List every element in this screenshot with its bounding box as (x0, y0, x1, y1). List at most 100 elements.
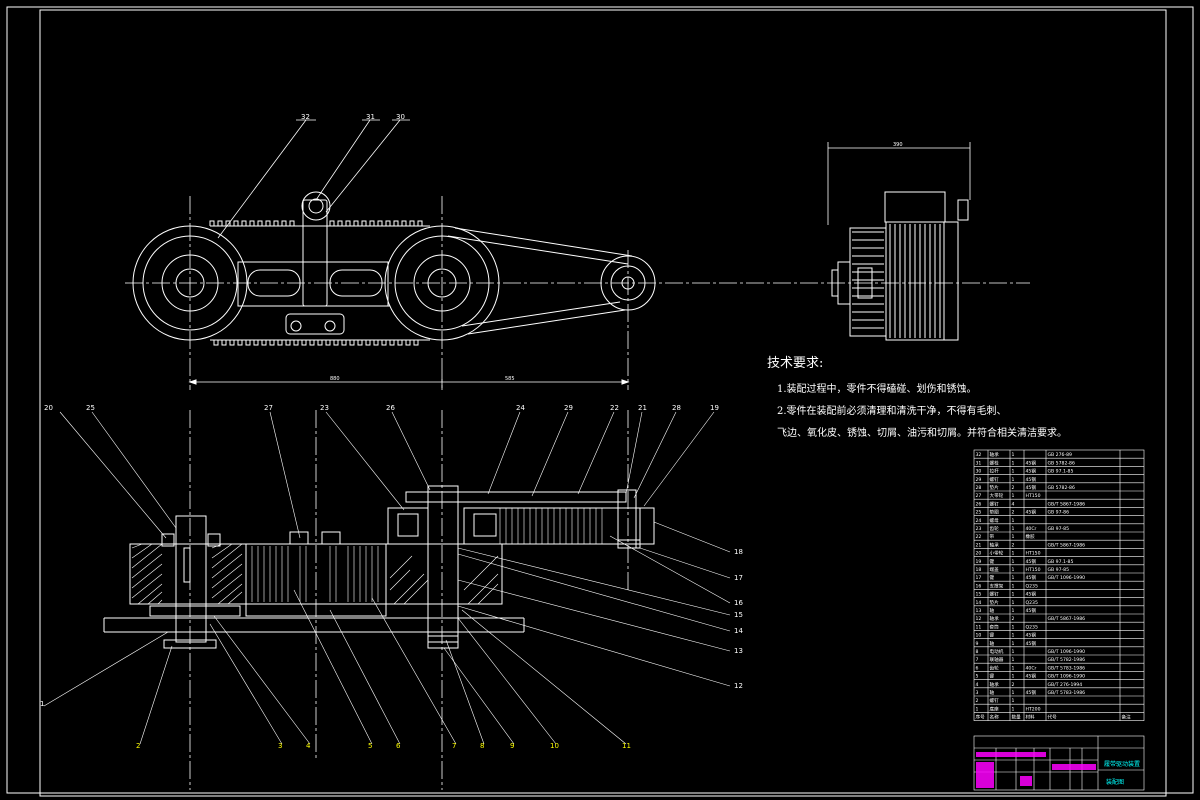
bom-cell: 4 (976, 682, 979, 688)
bom-cell: 19 (976, 559, 982, 565)
bom-cell: 45钢 (1026, 468, 1037, 475)
bom-cell: 31 (976, 460, 982, 466)
bom-cell: 1 (1012, 649, 1015, 655)
bom-cell: GB/T 5783-1986 (1048, 690, 1086, 696)
bom-cell: 1 (1012, 526, 1015, 532)
bom-cell: 9 (976, 641, 979, 647)
bom-cell: GB/T 5783-1986 (1048, 665, 1086, 671)
bom-cell: 螺栓 (990, 459, 1000, 466)
section-callouts-right: 18 17 16 15 14 13 12 (734, 548, 743, 690)
bom-cell: HT200 (1026, 706, 1041, 712)
bom-cell: 1 (1012, 706, 1015, 712)
title-block-drawing-number: 装配图 (1106, 778, 1124, 786)
bom-cell: 45钢 (1026, 673, 1037, 680)
bom-cell: 1 (1012, 493, 1015, 499)
callout-16: 16 (734, 599, 743, 607)
bom-cell: 45钢 (1026, 640, 1037, 647)
bom-cell: 大带轮 (990, 492, 1004, 499)
bom-cell: 轴承 (990, 451, 1000, 458)
bom-cell: 4 (1012, 501, 1015, 507)
bom-cell: GB/T 276-1994 (1048, 682, 1083, 688)
title-block (973, 735, 1145, 791)
bom-cell: 29 (976, 477, 982, 483)
bom-cell: 键 (990, 558, 995, 565)
callout-31: 31 (366, 113, 375, 121)
bom-cell: 1 (1012, 534, 1015, 540)
bom-cell: 45钢 (1026, 632, 1037, 639)
callout-3: 3 (278, 742, 282, 750)
bom-cell: GB 276-89 (1048, 452, 1073, 458)
bom-cell: 1 (976, 706, 979, 712)
top-view (125, 119, 1030, 390)
bom-cell: 26 (976, 501, 982, 507)
bom-cell: GB 97-85 (1048, 526, 1070, 532)
callout-29: 29 (564, 404, 573, 412)
bom-cell: 支撑架 (990, 582, 1004, 589)
bom-cell: 套筒 (990, 623, 1000, 630)
callout-1: 1 (40, 700, 44, 708)
bom-header-cell: 序号 (976, 714, 986, 721)
bom-cell: 1 (1012, 551, 1015, 557)
bom-cell: GB/T 5867-1986 (1048, 501, 1086, 507)
bom-cell: 40Cr (1026, 526, 1037, 532)
bom-cell: 端盖 (990, 566, 1000, 573)
section-callouts-top: 20 25 27 23 26 24 29 22 21 28 19 (44, 404, 719, 412)
bom-cell: 20 (976, 551, 982, 557)
bom-cell: 1 (1012, 657, 1015, 663)
bom-cell: 1 (1012, 477, 1015, 483)
technical-requirements-title: 技术要求: (767, 356, 824, 371)
bom-header-cell: 数量 (1012, 714, 1022, 721)
bom-cell: 24 (976, 518, 982, 524)
bom-cell: 齿轮 (990, 664, 1000, 671)
bom-cell: 底座 (990, 705, 1000, 712)
bom-cell: 拉杆 (990, 468, 1000, 475)
bom-cell: 轴 (990, 607, 995, 614)
bom-cell: 17 (976, 575, 982, 581)
callout-6: 6 (396, 742, 401, 750)
bom-cell: 14 (976, 600, 982, 606)
bom-cell: 45钢 (1026, 607, 1037, 614)
bom-cell: 2 (1012, 682, 1015, 688)
bom-cell: HT150 (1026, 551, 1041, 557)
bom-header-cell: 名称 (990, 714, 1000, 721)
bom-cell: 螺钉 (990, 476, 1000, 483)
top-view-dimension-1: 880 (330, 376, 340, 382)
bom-cell: GB/T 5782-1986 (1048, 657, 1086, 663)
bom-cell: 45钢 (1026, 689, 1037, 696)
callout-27: 27 (264, 404, 273, 412)
side-view (827, 142, 971, 341)
section-callouts-bottom: 1 2 3 4 5 6 7 8 9 10 11 (40, 700, 631, 750)
bom-cell: GB/T 1096-1990 (1048, 575, 1086, 581)
drawing-frame (39, 9, 1167, 797)
bom-cell: 23 (976, 526, 982, 532)
callout-7: 7 (452, 742, 456, 750)
bom-cell: GB 5782-86 (1048, 485, 1075, 491)
bom-cell: 1 (1012, 641, 1015, 647)
bom-cell: 轴 (990, 689, 995, 696)
bom-cell: 11 (976, 624, 982, 630)
bom-cell: 小带轮 (990, 550, 1004, 557)
bom-cell: 齿轮 (990, 525, 1000, 532)
bom-cell: 30 (976, 469, 982, 475)
bom-table: 3 2 轴承 1 GB 276-89 31 螺栓 1 45钢 GB 5782-86 30 拉杆 1 45钢… (973, 449, 1145, 721)
bom-cell: 螺钉 (990, 591, 1000, 598)
bom-header-cell: 备注 (1122, 714, 1132, 721)
bom-cell: 3 (976, 690, 979, 696)
bom-cell: HT150 (1026, 493, 1041, 499)
callout-23: 23 (320, 404, 329, 412)
bom-cell: 15 (976, 592, 982, 598)
bom-cell: 2 (976, 698, 979, 704)
bom-cell: GB 97.1-85 (1048, 559, 1074, 565)
callout-9: 9 (510, 742, 514, 750)
bom-cell: Q235 (1026, 600, 1038, 606)
bom-cell: 1 (1012, 624, 1015, 630)
callout-30: 30 (396, 113, 405, 121)
bom-header-cell: 代号 (1048, 714, 1058, 721)
bom-cell: 1 (1012, 575, 1015, 581)
bom-cell: 8 (976, 649, 979, 655)
callout-22: 22 (610, 404, 619, 412)
bom-cell: 键 (990, 574, 995, 581)
callout-15: 15 (734, 611, 743, 619)
bom-cell: GB/T 5867-1986 (1048, 542, 1086, 548)
bom-cell: 轴承 (990, 681, 1000, 688)
